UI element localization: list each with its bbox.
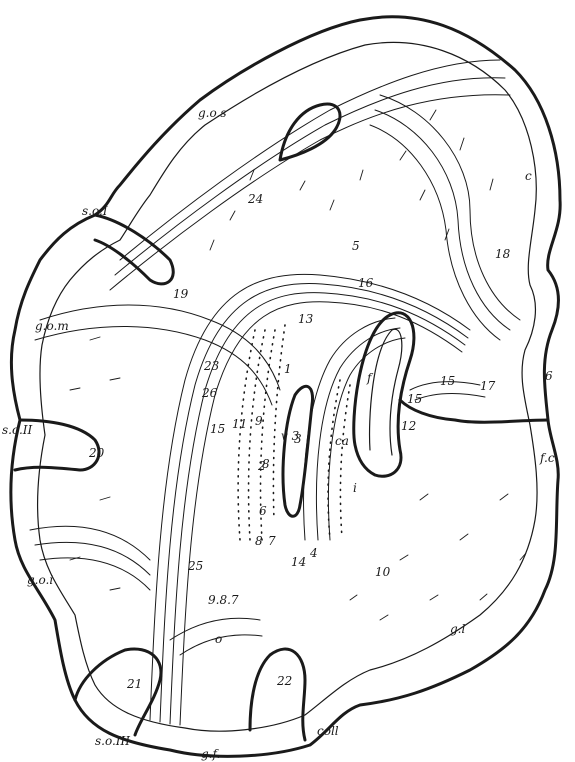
label-8: 8 (255, 534, 263, 548)
label-25: 25 (187, 559, 203, 573)
label-7: 7 (268, 534, 276, 548)
label-12: 12 (401, 419, 416, 433)
label-23: 23 (203, 359, 220, 373)
label-13: 13 (298, 312, 314, 326)
calcarine-fissure (354, 313, 414, 477)
label-14: 14 (291, 555, 306, 569)
label-g-l: g.l (450, 622, 465, 636)
label-g-o-s: g.o.s (198, 106, 226, 120)
label-f-c: f.c. (539, 451, 558, 465)
label-10: 10 (375, 565, 391, 579)
sulcus-g-o-s (280, 104, 340, 160)
label-6: 6 (259, 504, 267, 518)
label-5: 5 (352, 239, 360, 253)
label-20: 20 (88, 446, 105, 460)
label-16: 16 (358, 276, 374, 290)
label-15b: 15 (440, 374, 455, 388)
label-8b: 8 (262, 457, 270, 471)
label-g-o-i: g.o.i (27, 573, 53, 587)
label-3: 3 (294, 432, 302, 446)
label-9: 9 (255, 414, 263, 428)
label-22: 22 (276, 674, 292, 688)
label-ca: ca (335, 434, 349, 448)
label-11: 11 (232, 417, 247, 431)
label-s-o-i: s.o.I (82, 204, 108, 218)
label-17: 17 (480, 379, 496, 393)
label-19: 19 (173, 287, 189, 301)
posterior-horn (283, 386, 313, 516)
label-i: i (353, 481, 357, 495)
label-21: 21 (126, 677, 142, 691)
label-15: 15 (407, 392, 422, 406)
label-coll: coll (317, 724, 339, 738)
label-g-f: g.f. (201, 747, 220, 761)
cortex-outline (11, 17, 560, 757)
label-26: 26 (201, 386, 218, 400)
sulcus-coll (250, 649, 305, 740)
label-s-o-iii: s.o.III (95, 734, 130, 748)
label-g-o-m: g.o.m (35, 319, 69, 333)
label-o: o (215, 632, 222, 646)
fiber-bundles (30, 60, 520, 725)
label-18: 18 (495, 247, 511, 261)
label-15c: 15 (210, 422, 225, 436)
label-987: 9.8.7 (208, 593, 239, 607)
sulcus-s-o-i (95, 215, 173, 284)
texture-strokes (70, 110, 526, 620)
label-c: c (525, 169, 532, 183)
label-6b: 6 (545, 369, 553, 383)
label-4: 4 (309, 546, 318, 560)
label-s-o-ii: s.o.II (2, 423, 33, 437)
label-24: 24 (247, 192, 263, 206)
sulcus-s-o-iii (75, 649, 161, 735)
label-1: 1 (284, 362, 292, 376)
